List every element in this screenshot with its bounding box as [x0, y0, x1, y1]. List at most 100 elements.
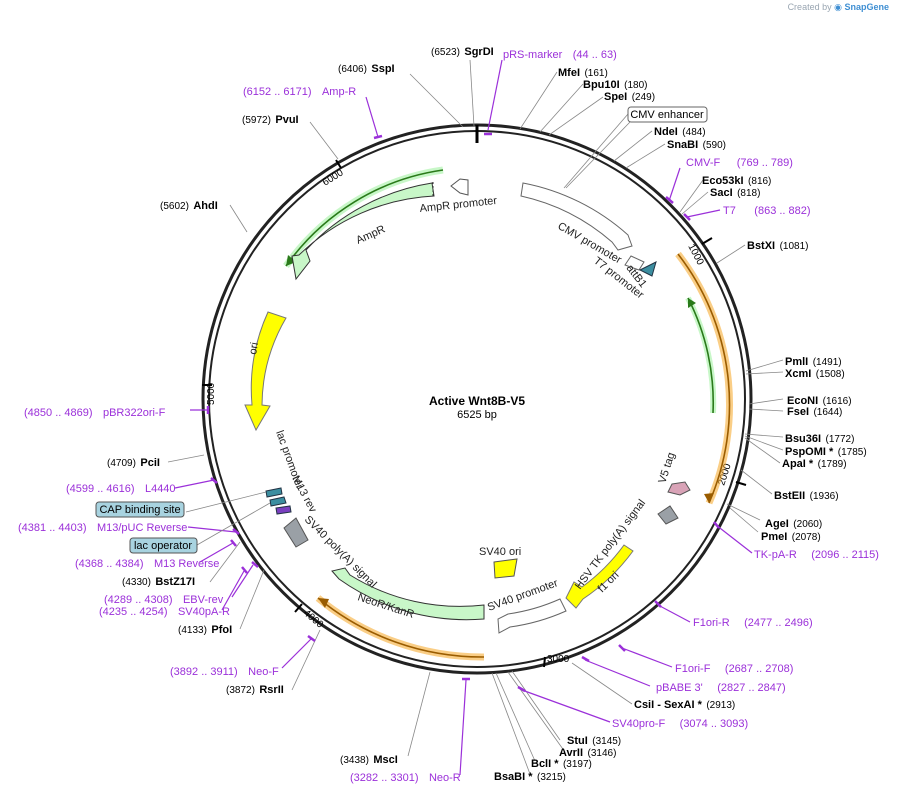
- box-cap-binding-label: CAP binding site: [99, 504, 180, 516]
- primer-neo-r: (3282 .. 3301) Neo-R: [350, 768, 461, 785]
- ori-arrow: [244, 311, 287, 432]
- enzyme-agei: AgeI (2060): [765, 514, 822, 531]
- cap-binding-feature: [265, 487, 283, 498]
- enzyme-pcii: (4709) PciI: [107, 453, 160, 470]
- enzyme-bsu36i: Bsu36I (1772): [785, 429, 854, 446]
- ampr-highlight: [283, 166, 444, 269]
- label-sv40-ori: SV40 ori: [479, 546, 521, 558]
- enzyme-snabi: SnaBI (590): [667, 135, 726, 152]
- attb1-arrow: [638, 261, 657, 277]
- f1-ori-arrow: [565, 544, 634, 609]
- ampr-promoter-arrow: [450, 178, 469, 196]
- enzyme-sspi: (6406) SspI: [338, 59, 395, 76]
- enzyme-pvui: (5972) PvuI: [242, 110, 299, 127]
- enzyme-bstz17i: (4330) BstZ17I: [122, 572, 195, 589]
- label-v5-tag: V5 tag: [656, 451, 677, 485]
- primer-pbabe3: pBABE 3' (2827 .. 2847): [656, 678, 786, 695]
- enzyme-ahdi: (5602) AhdI: [160, 196, 218, 213]
- enzyme-msci: (3438) MscI: [340, 750, 398, 767]
- enzyme-bpu10i: Bpu10I (180): [583, 75, 648, 92]
- ampr-arrow: [291, 182, 435, 281]
- label-ori: ori: [247, 341, 261, 355]
- orf-line-bottom: [317, 597, 485, 658]
- primer-neo-f: (3892 .. 3911) Neo-F: [170, 662, 279, 679]
- enzyme-bcli: BclI * (3197): [531, 754, 592, 771]
- enzyme-leaders: [167, 59, 784, 775]
- enzyme-saci: SacI (818): [710, 183, 760, 200]
- label-ampr: AmpR: [354, 223, 387, 246]
- enzyme-eco53ki: Eco53kI (816): [702, 171, 771, 188]
- tick-3000: 3000: [543, 654, 570, 668]
- tick-label-3000: 3000: [547, 654, 570, 665]
- box-cmv-enhancer-label: CMV enhancer: [630, 109, 704, 121]
- label-lac-promoter: lac promoter: [273, 429, 305, 491]
- primer-m13-reverse: (4368 .. 4384) M13 Reverse: [75, 554, 219, 571]
- tick-5000: 5000: [202, 382, 217, 405]
- snapgene-credit: Created by ◉ SnapGene: [788, 2, 889, 13]
- enzyme-apai: ApaI * (1789): [782, 454, 847, 471]
- snapgene-logo-icon: ◉: [834, 2, 842, 12]
- label-ampr-promoter: AmpR promoter: [419, 195, 498, 215]
- primer-leaders: [174, 59, 753, 776]
- enzyme-sgrdi: (6523) SgrDI: [431, 42, 494, 59]
- primer-t7: T7 (863 .. 882): [723, 201, 811, 218]
- tick-label-5000: 5000: [206, 382, 217, 405]
- m13-rev-feature: [275, 505, 292, 515]
- neor-kanr-arrow: [331, 567, 485, 621]
- plasmid-size: 6525 bp: [457, 409, 497, 421]
- plasmid-name: Active Wnt8B-V5: [429, 394, 525, 408]
- enzyme-bsabi: BsaBI * (3215): [494, 767, 566, 784]
- credit-prefix: Created by: [787, 2, 832, 12]
- enzyme-avrii: AvrII (3146): [559, 743, 616, 760]
- box-cap-binding-site: CAP binding site: [95, 501, 185, 518]
- orf-line-right: [677, 253, 731, 504]
- credit-brand: SnapGene: [844, 2, 889, 12]
- primer-amp-r: (6152 .. 6171) Amp-R: [243, 82, 356, 99]
- box-leaders: [185, 121, 631, 546]
- enzyme-pmei: PmeI (2078): [761, 527, 821, 544]
- primer-f1ori-r: F1ori-R (2477 .. 2496): [693, 613, 813, 630]
- enzyme-ndei: NdeI (484): [654, 122, 706, 139]
- box-cmv-enhancer: CMV enhancer: [627, 106, 708, 123]
- enzyme-rsrii: (3872) RsrII: [226, 680, 284, 697]
- tick-label-4000: 4000: [301, 608, 325, 631]
- primer-sv40pro-f: SV40pro-F (3074 .. 3093): [612, 714, 748, 731]
- primer-pbr322ori-f: (4850 .. 4869) pBR322ori-F: [24, 403, 166, 420]
- orf-arrowhead-right: [704, 493, 714, 503]
- cds-arrowhead-right: [688, 298, 696, 308]
- enzyme-pmli: PmlI (1491): [785, 352, 842, 369]
- primer-cmv-f: CMV-F (769 .. 789): [686, 153, 793, 170]
- enzyme-stui: StuI (3145): [567, 731, 621, 748]
- enzyme-xcmi: XcmI (1508): [785, 364, 845, 381]
- cds-line-right: [687, 297, 715, 414]
- enzyme-pfoi: (4133) PfoI: [178, 620, 232, 637]
- enzyme-csii-sexai: CsiI - SexAI * (2913): [634, 695, 735, 712]
- enzyme-pspomi: PspOMI * (1785): [785, 442, 867, 459]
- enzyme-fsei: FseI (1644): [787, 402, 842, 419]
- enzyme-mfei: MfeI (161): [558, 63, 608, 80]
- sv40-promoter-arrow: [497, 598, 567, 634]
- lac-operator-feature: [269, 496, 287, 507]
- primer-tk-pa-r: TK-pA-R (2096 .. 2115): [754, 545, 879, 562]
- box-lac-operator-label: lac operator: [134, 540, 192, 552]
- primer-prs-marker: pRS-marker (44 .. 63): [503, 45, 617, 62]
- hsv-tk-block: [657, 505, 679, 525]
- primer-sv40pa-r: (4235 .. 4254) SV40pA-R: [99, 602, 230, 619]
- ampr-line: [285, 169, 444, 267]
- primer-ebv-rev: (4289 .. 4308) EBV-rev: [104, 590, 224, 607]
- primer-m13-puc-reverse: (4381 .. 4403) M13/pUC Reverse: [18, 518, 187, 535]
- sv40-polya-block: [283, 517, 309, 548]
- cmv-promoter-arrow: [520, 182, 633, 251]
- enzyme-econi: EcoNI (1616): [787, 391, 852, 408]
- box-lac-operator: lac operator: [129, 537, 198, 554]
- sv40-ori-box: [493, 558, 518, 579]
- primer-f1ori-f: F1ori-F (2687 .. 2708): [675, 659, 793, 676]
- ampr-line-arrowhead: [286, 255, 296, 266]
- enzyme-spei: SpeI (249): [604, 87, 655, 104]
- v5-tag-arrow: [667, 481, 691, 496]
- enzyme-bsteii: BstEII (1936): [774, 486, 839, 503]
- primer-l4440: (4599 .. 4616) L4440: [66, 479, 176, 496]
- enzyme-bstxi: BstXI (1081): [747, 236, 808, 253]
- orf-arrowhead-bottom: [318, 598, 329, 608]
